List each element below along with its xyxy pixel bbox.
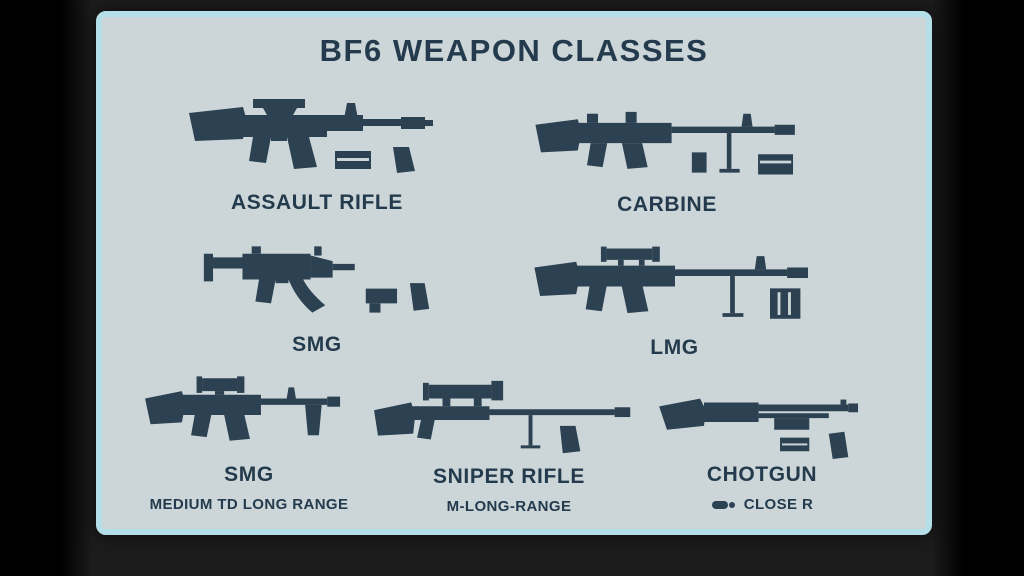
carbine-icon bbox=[535, 111, 795, 175]
page-title: BF6 WEAPON CLASSES bbox=[319, 33, 709, 68]
weapon-chotgun: CHOTGUN CLOSE R bbox=[642, 383, 882, 513]
assault-rifle-icon bbox=[189, 99, 433, 173]
weapon-range-note: MEDIUM TD LONG RANGE bbox=[149, 496, 349, 513]
weapon-range-text: CLOSE R bbox=[743, 496, 814, 513]
weapon-label: ASSAULT RIFLE bbox=[231, 191, 403, 214]
weapon-classes-panel: BF6 WEAPON CLASSES ASSAULT RIFLE bbox=[96, 11, 932, 535]
weapon-label: LMG bbox=[650, 336, 699, 359]
weapon-sniper-rifle: SNIPER RIFLE M-LONG-RANGE bbox=[364, 375, 654, 515]
weapon-smg: SMG bbox=[182, 239, 452, 357]
weapon-carbine: CARBINE bbox=[517, 99, 817, 217]
weapon-label: CARBINE bbox=[617, 193, 717, 216]
weapon-range-note: M-LONG-RANGE bbox=[446, 498, 572, 515]
weapon-smg-2: SMG MEDIUM TD LONG RANGE bbox=[124, 369, 374, 513]
bullet-icon bbox=[711, 500, 735, 509]
weapon-range-note: CLOSE R bbox=[711, 496, 813, 513]
weapon-lmg: LMG bbox=[517, 239, 832, 360]
lmg-icon bbox=[533, 246, 808, 319]
sniper-rifle-icon bbox=[374, 380, 631, 454]
weapon-label: SMG bbox=[292, 333, 342, 356]
weapon-label: SNIPER RIFLE bbox=[433, 465, 585, 488]
shotgun-icon bbox=[659, 398, 859, 460]
smg-icon bbox=[203, 246, 430, 313]
weapon-assault-rifle: ASSAULT RIFLE bbox=[172, 89, 462, 215]
scoped-smg-icon bbox=[145, 376, 341, 441]
weapon-label: SMG bbox=[224, 463, 274, 486]
weapon-label: CHOTGUN bbox=[706, 463, 818, 486]
